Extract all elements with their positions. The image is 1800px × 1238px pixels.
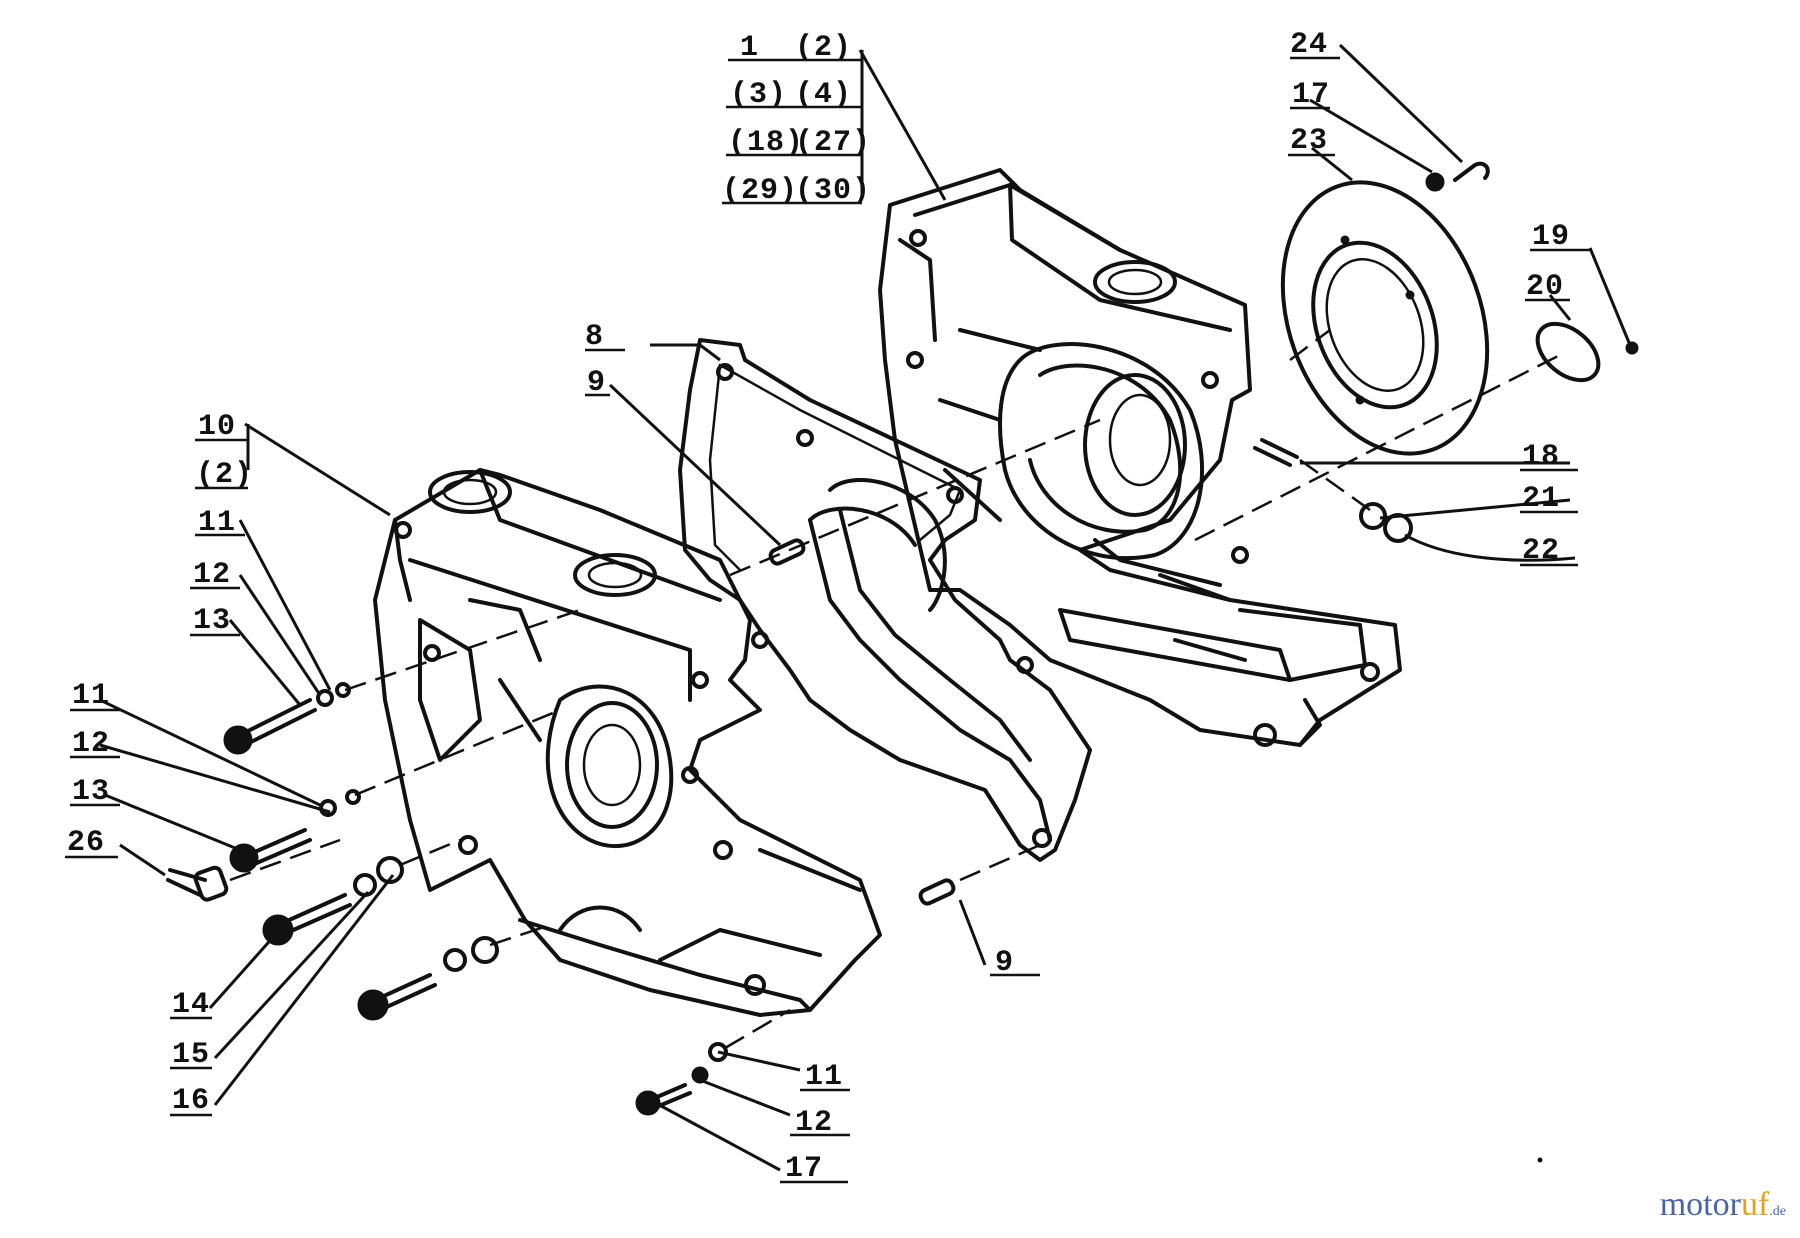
- label-10: 10: [198, 410, 236, 444]
- bolt-18: [1253, 438, 1299, 467]
- label-11-mid: 11: [72, 679, 110, 713]
- right-housing-half: [878, 168, 1402, 747]
- label-12-mid: 12: [72, 727, 110, 761]
- label-17-top: 17: [1292, 78, 1330, 112]
- label-4: (4): [795, 78, 852, 112]
- label-29: (29): [722, 174, 798, 208]
- screw-24: [1453, 161, 1490, 182]
- label-3: (3): [730, 78, 787, 112]
- label-9-bottom: 9: [995, 946, 1014, 980]
- ring-21: [1359, 502, 1387, 530]
- label-19: 19: [1532, 220, 1570, 254]
- label-26: 26: [67, 826, 105, 860]
- label-12-upper: 12: [193, 558, 231, 592]
- label-22: 22: [1522, 534, 1560, 568]
- label-2-left: (2): [196, 458, 253, 492]
- washer-17-top: [1425, 172, 1445, 192]
- label-14: 14: [172, 988, 210, 1022]
- label-27: (27): [795, 126, 871, 160]
- label-underlines: [65, 56, 1590, 1184]
- cap-part-20: [1535, 321, 1601, 383]
- label-21: 21: [1522, 482, 1560, 516]
- label-12-bottom: 12: [795, 1106, 833, 1140]
- label-11-upper: 11: [198, 506, 236, 540]
- label-9-top: 9: [587, 366, 606, 400]
- alignment-lines: [229, 329, 1561, 1050]
- label-24: 24: [1290, 28, 1328, 62]
- label-15: 15: [172, 1038, 210, 1072]
- label-16: 16: [172, 1084, 210, 1118]
- gasket: [678, 338, 1092, 862]
- label-30: (30): [795, 174, 871, 208]
- label-1: 1: [740, 31, 759, 65]
- label-13-upper: 13: [193, 604, 231, 638]
- label-18-paren: (18): [728, 126, 804, 160]
- label-11-bottom: 11: [805, 1060, 843, 1094]
- label-8: 8: [585, 320, 604, 354]
- plug-19: [1625, 341, 1639, 355]
- cover-plate: [1280, 180, 1490, 456]
- label-17-bottom: 17: [785, 1152, 823, 1186]
- label-18: 18: [1522, 440, 1560, 474]
- left-housing-half: [373, 468, 882, 1017]
- label-20: 20: [1526, 270, 1564, 304]
- stray-dot: [1537, 1157, 1543, 1163]
- label-23: 23: [1290, 124, 1328, 158]
- watermark-logo: motoruf.de: [1659, 1186, 1786, 1223]
- left-fasteners: [166, 538, 956, 1116]
- label-2-top: (2): [795, 31, 852, 65]
- label-13-mid: 13: [72, 775, 110, 809]
- leader-lines: [99, 43, 1632, 1172]
